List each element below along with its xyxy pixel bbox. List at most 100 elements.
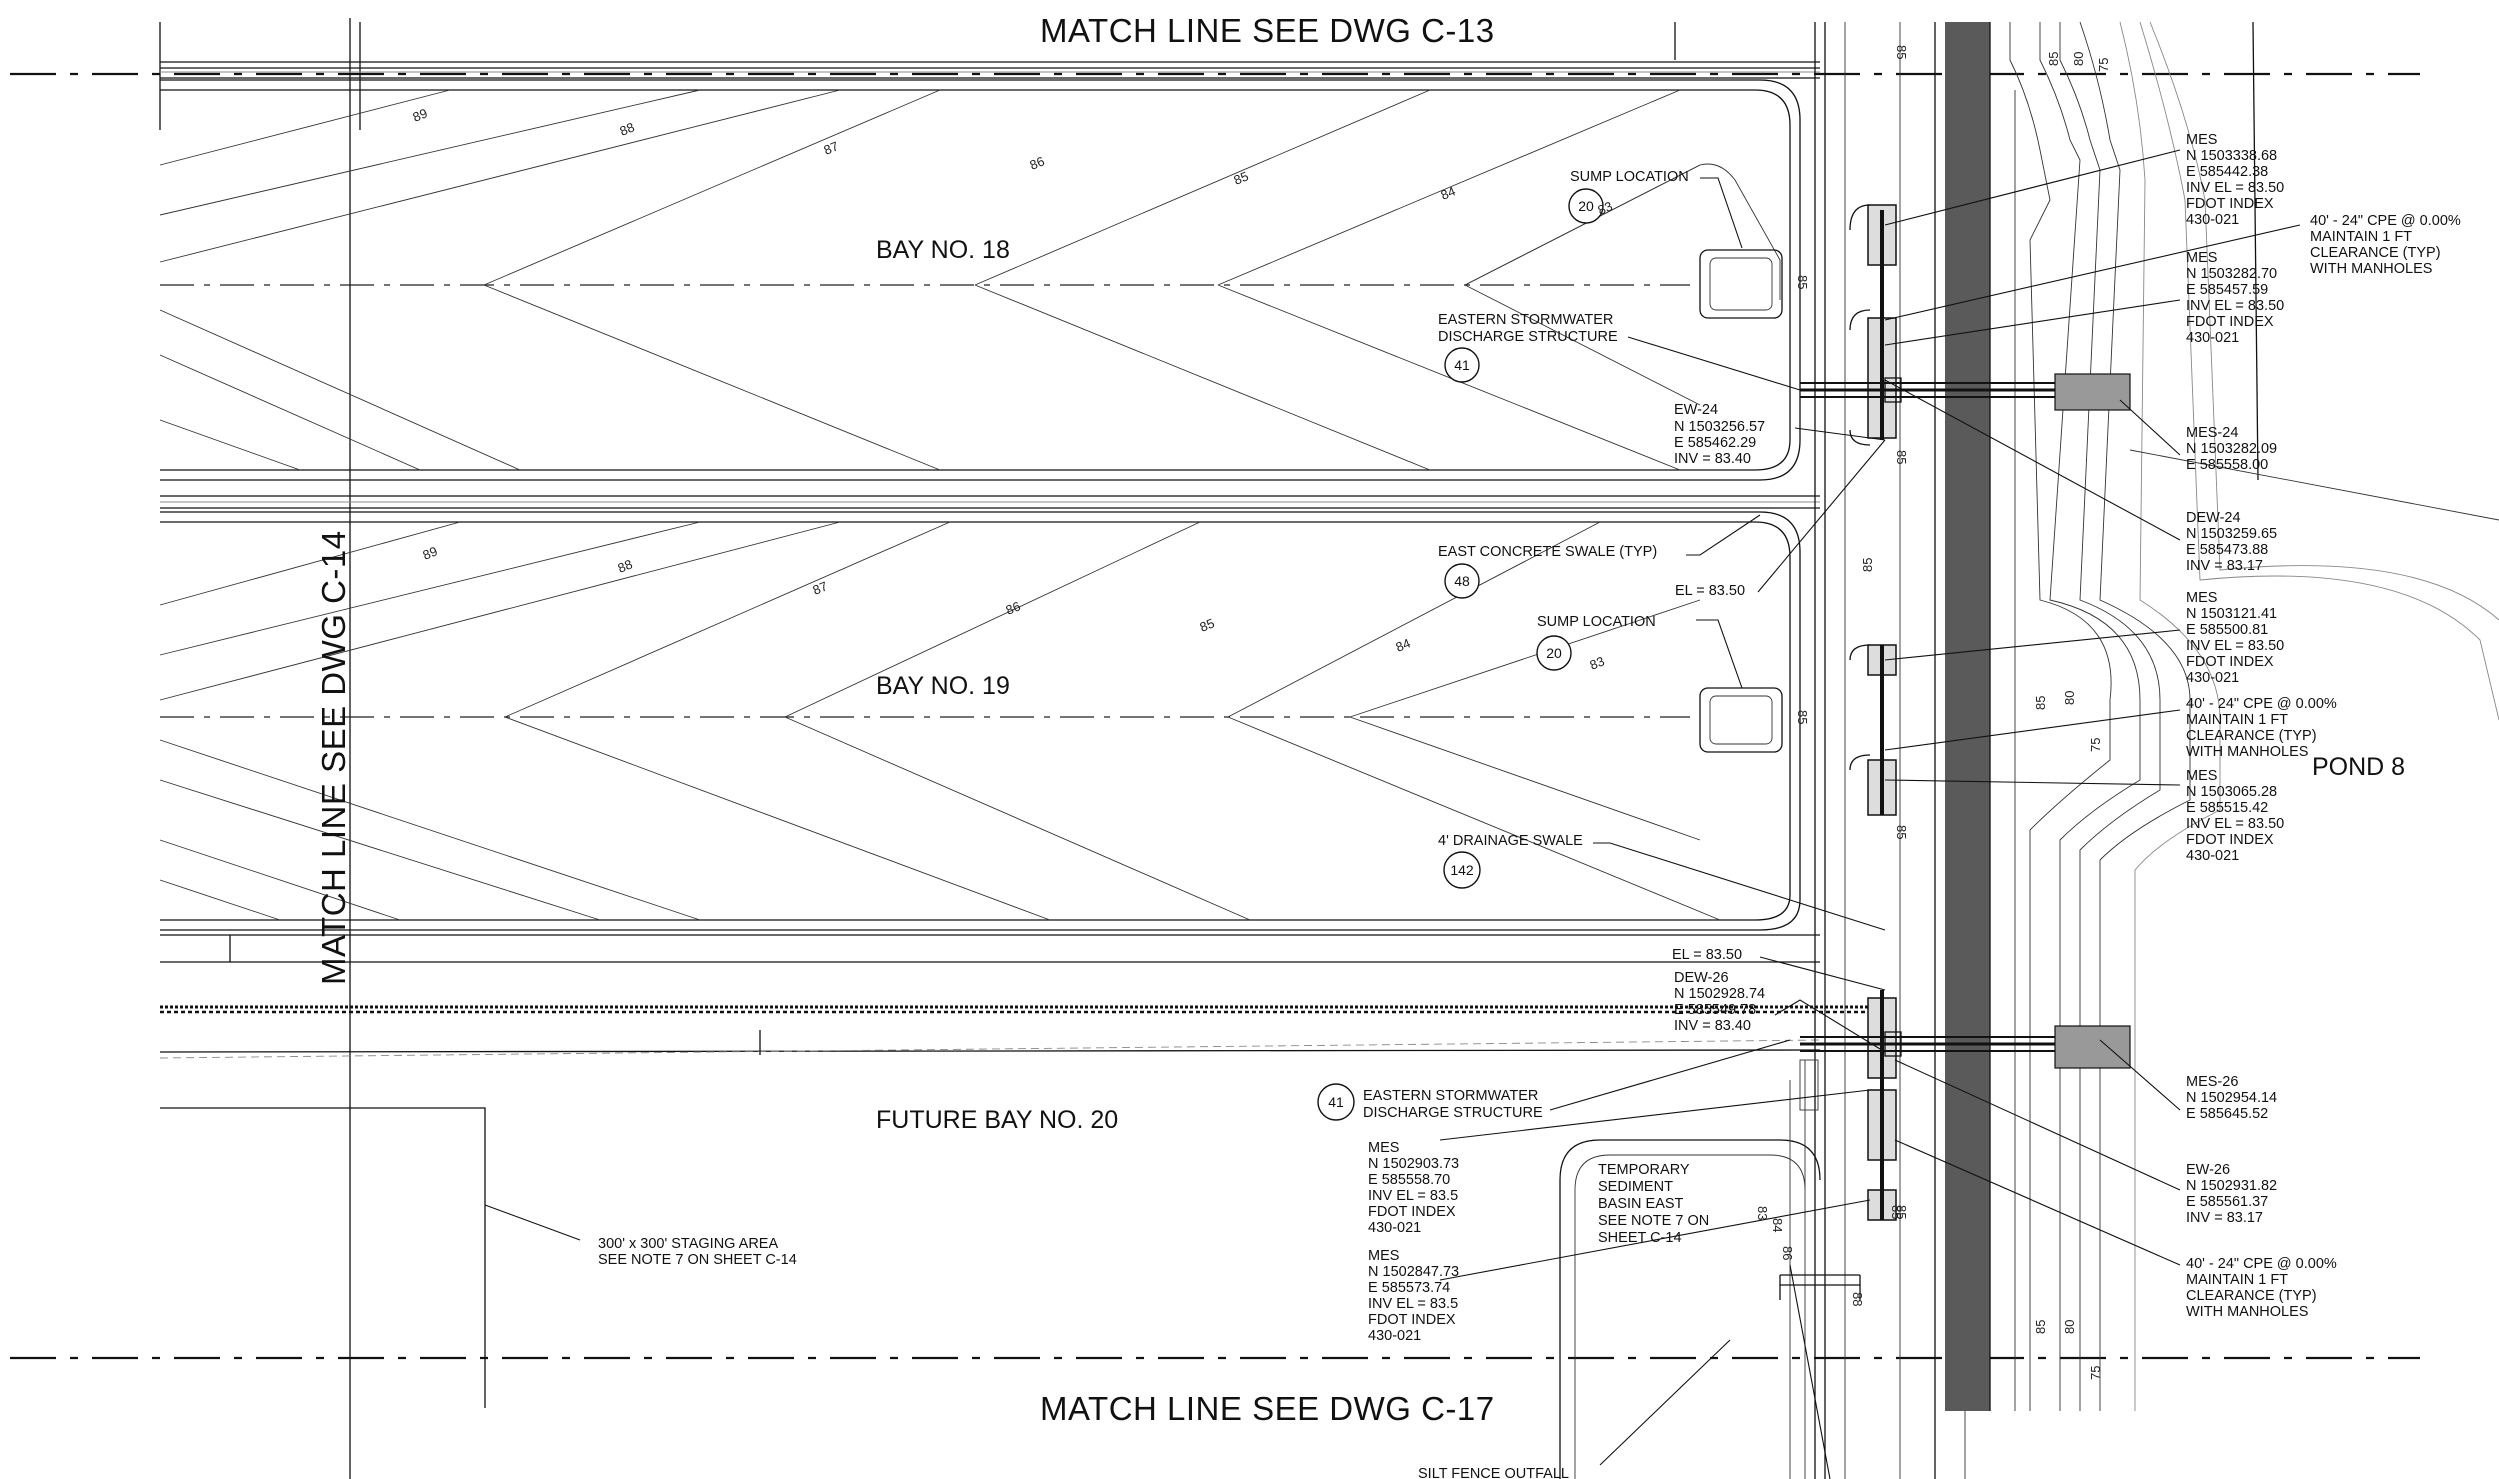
svg-text:INV EL = 83.50: INV EL = 83.50: [2186, 638, 2284, 654]
svg-text:SHEET C-14: SHEET C-14: [1598, 1230, 1682, 1246]
svg-text:86: 86: [1780, 1246, 1795, 1260]
svg-text:INV EL = 83.50: INV EL = 83.50: [2186, 180, 2284, 196]
future-bay-edge: [159, 1049, 1821, 1053]
svg-text:N 1502931.82: N 1502931.82: [2186, 1178, 2277, 1194]
mes-right-4-block: MES N 1503065.28 E 585515.42 INV EL = 83…: [2186, 768, 2284, 864]
bay-18-outline: [160, 79, 1801, 481]
svg-text:E 585515.42: E 585515.42: [2186, 800, 2268, 816]
callout-circle: [1568, 188, 1604, 224]
svg-text:MES: MES: [2186, 590, 2217, 606]
callout-circle: [1444, 563, 1480, 599]
svg-text:INV EL = 83.50: INV EL = 83.50: [2186, 298, 2284, 314]
svg-text:89: 89: [421, 543, 440, 562]
svg-text:MAINTAIN 1 FT: MAINTAIN 1 FT: [2186, 712, 2288, 728]
sump-2-num: 20: [1546, 645, 1562, 661]
svg-text:MES-24: MES-24: [2186, 425, 2238, 441]
svg-text:FDOT INDEX: FDOT INDEX: [2186, 832, 2274, 848]
svg-text:86: 86: [1028, 153, 1047, 172]
svg-text:87: 87: [811, 578, 830, 597]
svg-text:85: 85: [1860, 558, 1875, 572]
svg-text:83: 83: [1755, 1206, 1770, 1220]
svg-text:N 1503338.68: N 1503338.68: [2186, 148, 2277, 164]
future-bay-20-label: FUTURE BAY NO. 20: [876, 1106, 1118, 1134]
svg-text:85: 85: [1795, 710, 1810, 724]
svg-text:E 585442.38: E 585442.38: [2186, 164, 2268, 180]
svg-text:E 585561.37: E 585561.37: [2186, 1194, 2268, 1210]
svg-text:83: 83: [1596, 198, 1615, 217]
silt-fence-outfall-label: SILT FENCE OUTFALL: [1418, 1466, 1569, 1479]
staging-line1: 300' x 300' STAGING AREA: [598, 1236, 778, 1252]
svg-text:N 1502928.74: N 1502928.74: [1674, 986, 1765, 1002]
match-line-left-label: MATCH LINE SEE DWG C-14: [315, 530, 352, 985]
match-line-bottom-label: MATCH LINE SEE DWG C-17: [1040, 1390, 1495, 1427]
svg-text:85: 85: [1894, 45, 1909, 59]
svg-text:E 585573.74: E 585573.74: [1368, 1280, 1450, 1296]
el-label-2: EL = 83.50: [1672, 947, 1742, 963]
svg-text:WITH MANHOLES: WITH MANHOLES: [2186, 1304, 2308, 1320]
discharge-pipe-1: [1800, 373, 2131, 411]
swale-label: EAST CONCRETE SWALE (TYP): [1438, 544, 1657, 560]
svg-text:CLEARANCE (TYP): CLEARANCE (TYP): [2186, 1288, 2317, 1304]
pond-8-label: POND 8: [2312, 753, 2405, 781]
svg-text:E 585549.78: E 585549.78: [1674, 1002, 1756, 1018]
svg-text:85: 85: [1894, 825, 1909, 839]
cpe-1-block: 40' - 24" CPE @ 0.00% MAINTAIN 1 FT CLEA…: [2310, 213, 2461, 277]
dew-26-block: DEW-26 N 1502928.74 E 585549.78 INV = 83…: [1674, 970, 1765, 1034]
pond-leader: [2252, 21, 2259, 481]
svg-text:EW-24: EW-24: [1674, 402, 1718, 418]
svg-text:FDOT INDEX: FDOT INDEX: [1368, 1312, 1456, 1328]
svg-text:INV = 83.40: INV = 83.40: [1674, 1018, 1751, 1034]
svg-text:BASIN EAST: BASIN EAST: [1598, 1196, 1684, 1212]
discharge-pipe-2: [1800, 1025, 2131, 1069]
svg-text:MES: MES: [1368, 1140, 1399, 1156]
ew-24-block: EW-24 N 1503256.57 E 585462.29 INV = 83.…: [1674, 402, 1765, 467]
eastern-1-num: 41: [1454, 357, 1470, 373]
svg-text:430-021: 430-021: [1368, 1328, 1421, 1344]
svg-text:MES: MES: [2186, 250, 2217, 266]
svg-text:40' - 24" CPE @ 0.00%: 40' - 24" CPE @ 0.00%: [2186, 696, 2337, 712]
sump-2-label: SUMP LOCATION: [1537, 614, 1656, 630]
mes-26-block: MES-26 N 1502954.14 E 585645.52: [2186, 1074, 2277, 1122]
svg-text:N 1503121.41: N 1503121.41: [2186, 606, 2277, 622]
match-line-top-label: MATCH LINE SEE DWG C-13: [1040, 12, 1495, 49]
svg-text:INV = 83.40: INV = 83.40: [1674, 451, 1751, 467]
eastern-2-line2: DISCHARGE STRUCTURE: [1363, 1105, 1543, 1121]
svg-text:INV = 83.17: INV = 83.17: [2186, 1210, 2263, 1226]
ew-26-block: EW-26 N 1502931.82 E 585561.37 INV = 83.…: [2186, 1162, 2277, 1226]
callout-circle: [1317, 1083, 1355, 1121]
side-contour-labels: 85 85 85 85 85 85 85: [1795, 45, 1909, 1219]
bay-18-contour-labels: 89 88 87 86 85 84 83: [411, 105, 1615, 217]
svg-text:E 585645.52: E 585645.52: [2186, 1106, 2268, 1122]
svg-text:N 1502847.73: N 1502847.73: [1368, 1264, 1459, 1280]
svg-text:E 585473.88: E 585473.88: [2186, 542, 2268, 558]
staging-line2: SEE NOTE 7 ON SHEET C-14: [598, 1252, 797, 1268]
sump-box-2: [1699, 687, 1783, 753]
svg-text:MAINTAIN 1 FT: MAINTAIN 1 FT: [2310, 229, 2412, 245]
mes-left-2-block: MES N 1502847.73 E 585573.74 INV EL = 83…: [1368, 1248, 1459, 1344]
svg-text:80: 80: [2071, 52, 2086, 66]
svg-text:MES-26: MES-26: [2186, 1074, 2238, 1090]
svg-text:85: 85: [2033, 696, 2048, 710]
sump-box-1: [1699, 249, 1783, 319]
svg-text:FDOT INDEX: FDOT INDEX: [2186, 654, 2274, 670]
callout-circle: [1443, 851, 1481, 889]
svg-text:CLEARANCE (TYP): CLEARANCE (TYP): [2310, 245, 2441, 261]
drainage-num: 142: [1450, 862, 1474, 878]
cpe-3-block: 40' - 24" CPE @ 0.00% MAINTAIN 1 FT CLEA…: [2186, 1256, 2337, 1320]
sump-1-num: 20: [1578, 198, 1594, 214]
svg-text:CLEARANCE (TYP): CLEARANCE (TYP): [2186, 728, 2317, 744]
manhole-structures: [1849, 204, 1897, 1221]
svg-text:40' - 24" CPE @ 0.00%: 40' - 24" CPE @ 0.00%: [2310, 213, 2461, 229]
svg-text:85: 85: [1894, 1205, 1909, 1219]
basin-contour-labels: 83 84 86 88 85: [1755, 1205, 1904, 1306]
svg-text:84: 84: [1439, 183, 1458, 202]
bay-18-inner: [160, 89, 1791, 471]
svg-text:83: 83: [1588, 653, 1607, 672]
svg-text:88: 88: [616, 556, 635, 575]
svg-text:FDOT INDEX: FDOT INDEX: [1368, 1204, 1456, 1220]
svg-text:85: 85: [2033, 1320, 2048, 1334]
swale-num: 48: [1454, 573, 1470, 589]
mes-24-block: MES-24 N 1503282.09 E 585558.00: [2186, 425, 2277, 473]
svg-text:INV EL = 83.5: INV EL = 83.5: [1368, 1188, 1458, 1204]
east-corridor: [1814, 22, 2016, 1479]
